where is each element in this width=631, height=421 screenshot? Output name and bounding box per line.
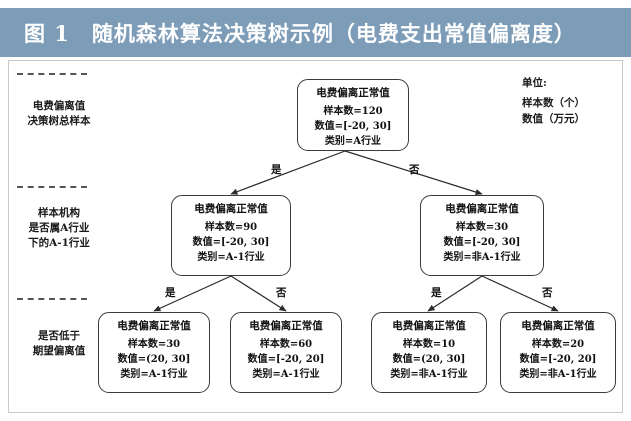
node-value: 数值=[-20, 30] [443, 237, 521, 248]
node-sample: 样本数=30 [127, 339, 181, 350]
node-sample: 样本数=120 [323, 106, 383, 117]
node-value: 数值=[-20, 30] [192, 237, 270, 248]
row-divider-3 [17, 298, 87, 300]
node-value: 数值=(20, 30] [392, 354, 466, 365]
node-class: 类别=非A-1行业 [519, 369, 597, 380]
node-head: 电费偏离正常值 [117, 320, 191, 332]
node-sample: 样本数=20 [531, 339, 585, 350]
node-value: 数值=[-20, 20] [247, 354, 325, 365]
node-head: 电费偏离正常值 [392, 320, 466, 332]
node-value: 数值=[-20, 20] [519, 354, 597, 365]
edge-label-left-yes: 是 [165, 287, 176, 299]
tree-node-root[interactable]: 电费偏离正常值 样本数=120 数值=[-20, 30] 类别=A行业 [297, 79, 409, 151]
node-head: 电费偏离正常值 [249, 320, 323, 332]
node-head: 电费偏离正常值 [445, 203, 519, 215]
tree-node-l2-left[interactable]: 电费偏离正常值 样本数=90 数值=[-20, 30] 类别=A-1行业 [171, 195, 291, 276]
edge-label-left-no: 否 [276, 287, 287, 299]
row-label-line: 下的A-1行业 [28, 237, 90, 249]
node-sample: 样本数=30 [455, 222, 509, 233]
tree-node-leaf-4[interactable]: 电费偏离正常值 样本数=20 数值=[-20, 20] 类别=非A-1行业 [500, 312, 616, 393]
node-head: 电费偏离正常值 [194, 203, 268, 215]
node-sample: 样本数=10 [402, 339, 456, 350]
node-sample: 样本数=90 [204, 222, 258, 233]
row-label-line: 电费偏离值 [32, 100, 86, 112]
node-sample: 样本数=60 [259, 339, 313, 350]
page-title: 图 1 随机森林算法决策树示例（电费支出常值偏离度） [24, 20, 576, 46]
edge-label-right-no: 否 [542, 287, 553, 299]
legend-line-value-unit: 数值（万元） [522, 113, 585, 125]
row-label-line: 样本机构 [38, 207, 80, 219]
row-label-line: 是否属A行业 [28, 222, 90, 234]
row-label-total-sample: 电费偏离值 决策树总样本 [13, 99, 105, 129]
edge-label-root-no: 否 [409, 164, 420, 176]
node-head: 电费偏离正常值 [521, 320, 595, 332]
tree-node-leaf-3[interactable]: 电费偏离正常值 样本数=10 数值=(20, 30] 类别=非A-1行业 [371, 312, 487, 393]
row-label-line: 是否低于 [38, 330, 80, 342]
node-class: 类别=A-1行业 [197, 252, 265, 263]
row-label-line: 决策树总样本 [27, 115, 91, 127]
tree-node-l2-right[interactable]: 电费偏离正常值 样本数=30 数值=[-20, 30] 类别=非A-1行业 [420, 195, 544, 276]
row-divider-2 [17, 186, 87, 188]
edge-label-right-yes: 是 [431, 287, 442, 299]
figure-body: 电费偏离值 决策树总样本 样本机构 是否属A行业 下的A-1行业 是否低于 期望… [8, 60, 623, 413]
tree-node-leaf-1[interactable]: 电费偏离正常值 样本数=30 数值=(20, 30] 类别=A-1行业 [98, 312, 210, 393]
legend: 单位: 样本数（个） 数值（万元） [522, 75, 585, 127]
node-value: 数值=[-20, 30] [314, 121, 392, 132]
node-class: 类别=A-1行业 [252, 369, 320, 380]
figure-title-band: 图 1 随机森林算法决策树示例（电费支出常值偏离度） [0, 8, 631, 57]
edge-label-root-yes: 是 [271, 164, 282, 176]
row-divider-1 [17, 73, 87, 75]
node-class: 类别=A行业 [324, 136, 382, 147]
tree-node-leaf-2[interactable]: 电费偏离正常值 样本数=60 数值=[-20, 20] 类别=A-1行业 [230, 312, 342, 393]
node-head: 电费偏离正常值 [316, 87, 390, 99]
row-label-threshold-split: 是否低于 期望偏离值 [13, 329, 105, 359]
row-label-line: 期望偏离值 [32, 345, 86, 357]
legend-line-sample-unit: 样本数（个） [522, 97, 585, 109]
node-class: 类别=非A-1行业 [390, 369, 468, 380]
node-class: 类别=非A-1行业 [443, 252, 521, 263]
node-class: 类别=A-1行业 [120, 369, 188, 380]
node-value: 数值=(20, 30] [117, 354, 191, 365]
row-label-industry-split: 样本机构 是否属A行业 下的A-1行业 [13, 206, 105, 251]
legend-title: 单位: [522, 77, 547, 89]
tree-edges [153, 150, 559, 312]
